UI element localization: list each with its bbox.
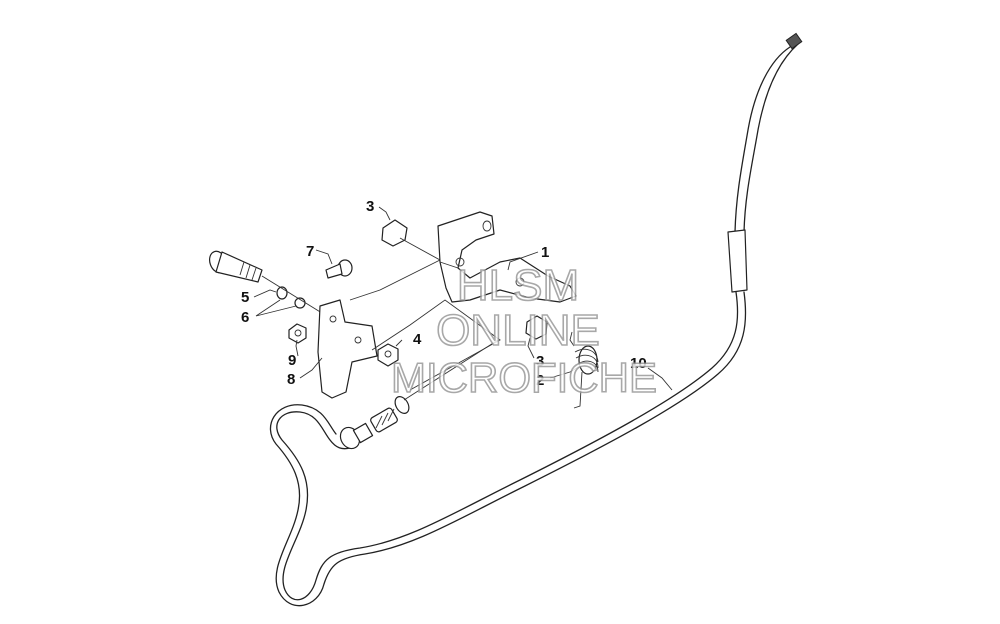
nut-4 bbox=[377, 343, 399, 367]
watermark-line-3: MICROFICHE bbox=[391, 354, 657, 401]
callout-7: 7 bbox=[306, 243, 314, 260]
throttle-cable bbox=[269, 32, 803, 607]
callout-labels: 1 2 3 3 4 5 6 7 8 9 10 bbox=[241, 198, 647, 389]
screw-7 bbox=[325, 259, 353, 279]
callout-3-lower: 3 bbox=[536, 353, 544, 370]
mounting-bracket-8 bbox=[317, 299, 501, 399]
callout-2: 2 bbox=[536, 372, 544, 389]
bushing-3-top bbox=[349, 219, 441, 301]
callout-5: 5 bbox=[241, 289, 249, 306]
callout-8: 8 bbox=[287, 371, 295, 388]
torsion-spring-2 bbox=[569, 331, 599, 409]
callout-6: 6 bbox=[241, 309, 249, 326]
callout-10: 10 bbox=[630, 355, 647, 372]
throttle-lever-1 bbox=[437, 211, 577, 303]
callout-9: 9 bbox=[288, 352, 296, 369]
leader-lines bbox=[253, 206, 673, 391]
bolt-5 bbox=[208, 250, 263, 283]
watermark-line-2: ONLINE bbox=[436, 306, 600, 355]
bushing-3-lower bbox=[525, 315, 548, 340]
watermark: HLSM ONLINE MICROFICHE bbox=[390, 260, 658, 402]
callout-3-top: 3 bbox=[366, 198, 374, 215]
callout-1: 1 bbox=[541, 244, 549, 261]
callout-4: 4 bbox=[413, 331, 422, 348]
cable-end-fittings bbox=[339, 339, 499, 450]
washers-6 bbox=[261, 275, 331, 319]
watermark-line-1: HLSM bbox=[457, 261, 579, 310]
nut-9 bbox=[288, 323, 307, 344]
